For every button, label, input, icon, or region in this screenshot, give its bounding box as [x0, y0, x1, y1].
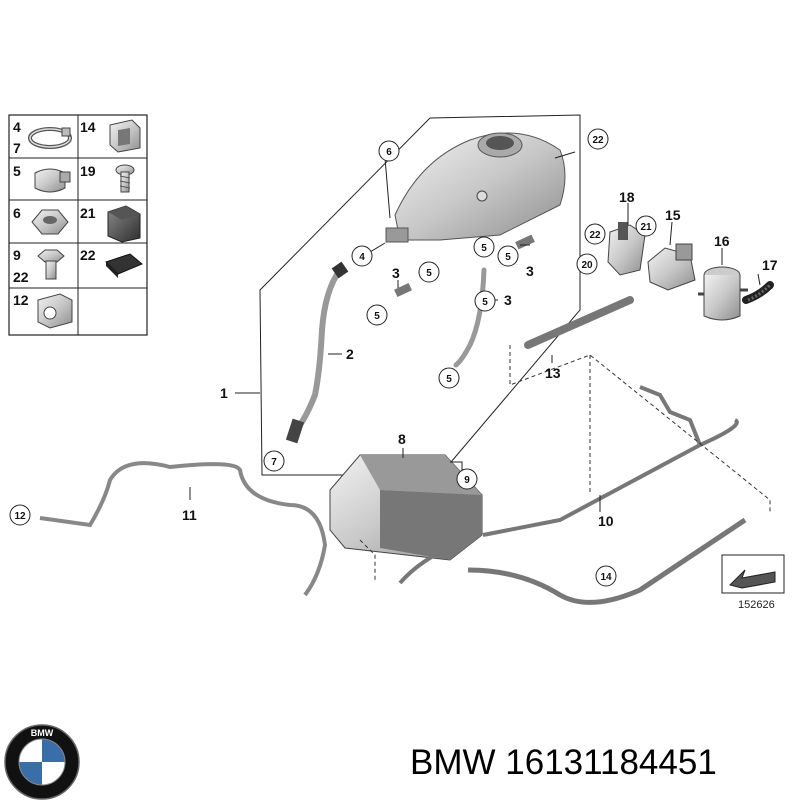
bracket-18 [607, 222, 646, 276]
label-2: 2 [346, 346, 354, 362]
hose-17 [742, 281, 774, 304]
label-10: 10 [598, 513, 614, 529]
label-15: 15 [665, 207, 681, 223]
hose-13 [524, 296, 634, 349]
plastic-clip-icon [109, 119, 141, 153]
label-18: 18 [619, 189, 635, 205]
assembly-1-outline [259, 114, 581, 476]
hose-2 [293, 267, 343, 433]
label-3-right: 3 [526, 263, 534, 279]
label-3-upper: 3 [392, 265, 400, 281]
direction-arrow-icon [721, 554, 785, 594]
callout-9: 9 [464, 475, 470, 486]
callout-5-c: 5 [505, 252, 511, 263]
reference-number: 152626 [738, 599, 775, 611]
label-8: 8 [398, 431, 406, 447]
nut-icon [31, 209, 69, 235]
legend-label-20: 22 [13, 269, 29, 285]
callout-12: 12 [14, 511, 26, 522]
screw-icon [115, 164, 135, 193]
label-17: 17 [762, 257, 778, 273]
legend-label-7: 7 [13, 140, 21, 156]
band-clamp-icon [34, 168, 71, 193]
hidden-lines [359, 345, 771, 580]
callout-7: 7 [271, 457, 277, 468]
valve-15 [647, 243, 696, 291]
callout-21: 21 [640, 222, 652, 233]
callout-22-tank: 22 [592, 135, 604, 146]
legend-label-5: 5 [13, 163, 21, 179]
legend-label-6: 6 [13, 205, 21, 221]
label-3-hose: 3 [504, 292, 512, 308]
callout-5-d: 5 [374, 311, 380, 322]
legend-label-4: 4 [13, 119, 21, 135]
hose-3 [453, 267, 487, 368]
callout-22-valve: 22 [589, 230, 601, 241]
foam-pad-icon [105, 253, 143, 278]
label-11: 11 [182, 507, 197, 523]
callout-5-e: 5 [482, 297, 488, 308]
legend-label-12: 12 [13, 292, 29, 308]
carbon-canister [329, 454, 483, 561]
label-13: 13 [545, 365, 561, 381]
callout-5-f: 5 [446, 374, 452, 385]
callout-6: 6 [386, 147, 392, 158]
legend-label-21: 21 [80, 205, 96, 221]
callout-14: 14 [600, 572, 612, 583]
legend-label-14: 14 [80, 119, 96, 135]
filter-16 [698, 266, 748, 321]
bolt-icon [37, 249, 65, 280]
part-number-caption: BMW 16131184451 [410, 743, 717, 782]
legend-table: 4 7 14 5 19 6 21 9 22 22 12 [8, 114, 148, 336]
sensor-block-icon [107, 205, 141, 243]
callout-20: 20 [581, 260, 593, 271]
bmw-logo: BMW [4, 724, 80, 800]
legend-label-22: 22 [80, 247, 96, 263]
legend-label-9: 9 [13, 247, 21, 263]
label-16: 16 [714, 233, 730, 249]
svg-text:BMW: BMW [31, 728, 54, 738]
callout-5-b: 5 [481, 243, 487, 254]
fuel-tank-reservoir [385, 132, 566, 243]
pipe-11 [39, 461, 328, 597]
legend-label-19: 19 [80, 163, 96, 179]
label-1: 1 [220, 385, 228, 401]
pipe-holder-icon [37, 293, 73, 329]
callout-5-a: 5 [426, 268, 432, 279]
callout-4: 4 [359, 252, 365, 263]
hose-clamp-icon [28, 127, 72, 149]
